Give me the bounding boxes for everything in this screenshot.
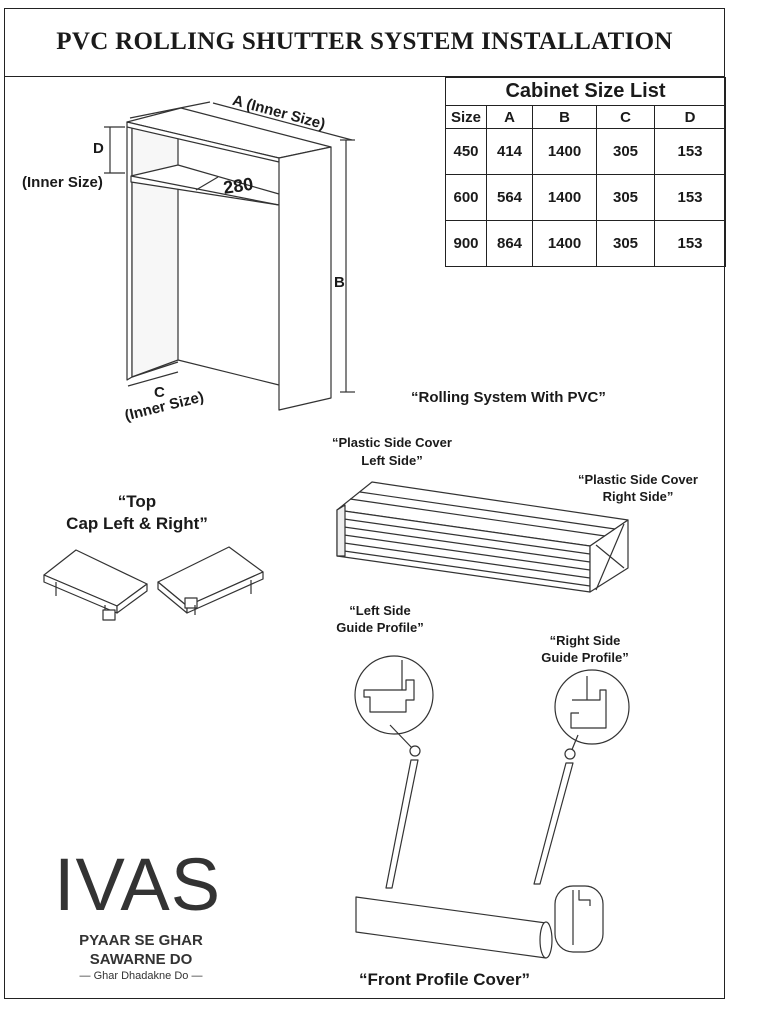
side-cover-left-label-2: Left Side” <box>361 453 423 468</box>
table-title: Cabinet Size List <box>445 77 726 106</box>
table-cell: 1400 <box>532 128 597 175</box>
table-cell: 600 <box>445 174 487 221</box>
rolling-system-label: “Rolling System With PVC” <box>411 389 606 406</box>
table-cell: 305 <box>596 128 655 175</box>
label-depth: 280 <box>222 173 255 198</box>
side-cover-left-label-1: “Plastic Side Cover <box>332 435 452 450</box>
table-row: 900 864 1400 305 153 <box>445 220 726 267</box>
table-cell: 305 <box>596 174 655 221</box>
side-cover-right-label-1: “Plastic Side Cover <box>578 472 698 487</box>
table-cell: 1400 <box>532 220 597 267</box>
label-b: B <box>334 274 345 291</box>
right-guide-label-2: Guide Profile” <box>541 650 629 665</box>
brand-tagline-3: — Ghar Dhadakne Do — <box>79 970 203 982</box>
table-cell: 1400 <box>532 174 597 221</box>
cabinet-size-table: Cabinet Size List Size A B C D 450 414 1… <box>445 77 726 267</box>
label-d-inner: (Inner Size) <box>22 174 103 191</box>
left-guide-label-1: “Left Side <box>349 603 411 618</box>
cabinet-drawing <box>104 101 355 411</box>
table-cell: 414 <box>486 128 533 175</box>
front-cover-label: “Front Profile Cover” <box>359 970 530 989</box>
label-d: D <box>93 140 104 157</box>
rolling-system-drawing <box>336 481 629 593</box>
table-cell: 153 <box>654 174 726 221</box>
table-cell: 564 <box>486 174 533 221</box>
table-row: 600 564 1400 305 153 <box>445 174 726 221</box>
top-cap-label-1: “Top <box>117 492 157 511</box>
table-cell: 153 <box>654 220 726 267</box>
table-cell: 450 <box>445 128 487 175</box>
title-bar: PVC ROLLING SHUTTER SYSTEM INSTALLATION <box>4 8 725 77</box>
side-cover-right-label-2: Right Side” <box>602 489 674 504</box>
top-cap-label-2: Cap Left & Right” <box>66 514 208 533</box>
front-cover-drawing <box>355 885 604 959</box>
brand-logo: IVAS <box>54 843 222 926</box>
header-c: C <box>596 105 655 129</box>
top-caps-drawing <box>43 546 264 621</box>
table-cell: 864 <box>486 220 533 267</box>
header-b: B <box>532 105 597 129</box>
right-guide-drawing <box>533 669 630 885</box>
left-guide-drawing <box>354 655 434 889</box>
brand-tagline-2: SAWARNE DO <box>89 951 193 968</box>
table-cell: 900 <box>445 220 487 267</box>
table-cell: 153 <box>654 128 726 175</box>
left-guide-label-2: Guide Profile” <box>336 620 424 635</box>
header-a: A <box>486 105 533 129</box>
page-title: PVC ROLLING SHUTTER SYSTEM INSTALLATION <box>56 28 673 55</box>
header-size: Size <box>445 105 487 129</box>
right-guide-label-1: “Right Side <box>549 633 621 648</box>
page-frame <box>4 8 725 999</box>
table-row: 450 414 1400 305 153 <box>445 128 726 175</box>
brand-tagline-1: PYAAR SE GHAR <box>79 932 203 949</box>
header-d: D <box>654 105 726 129</box>
label-c: C <box>154 384 165 401</box>
table-cell: 305 <box>596 220 655 267</box>
